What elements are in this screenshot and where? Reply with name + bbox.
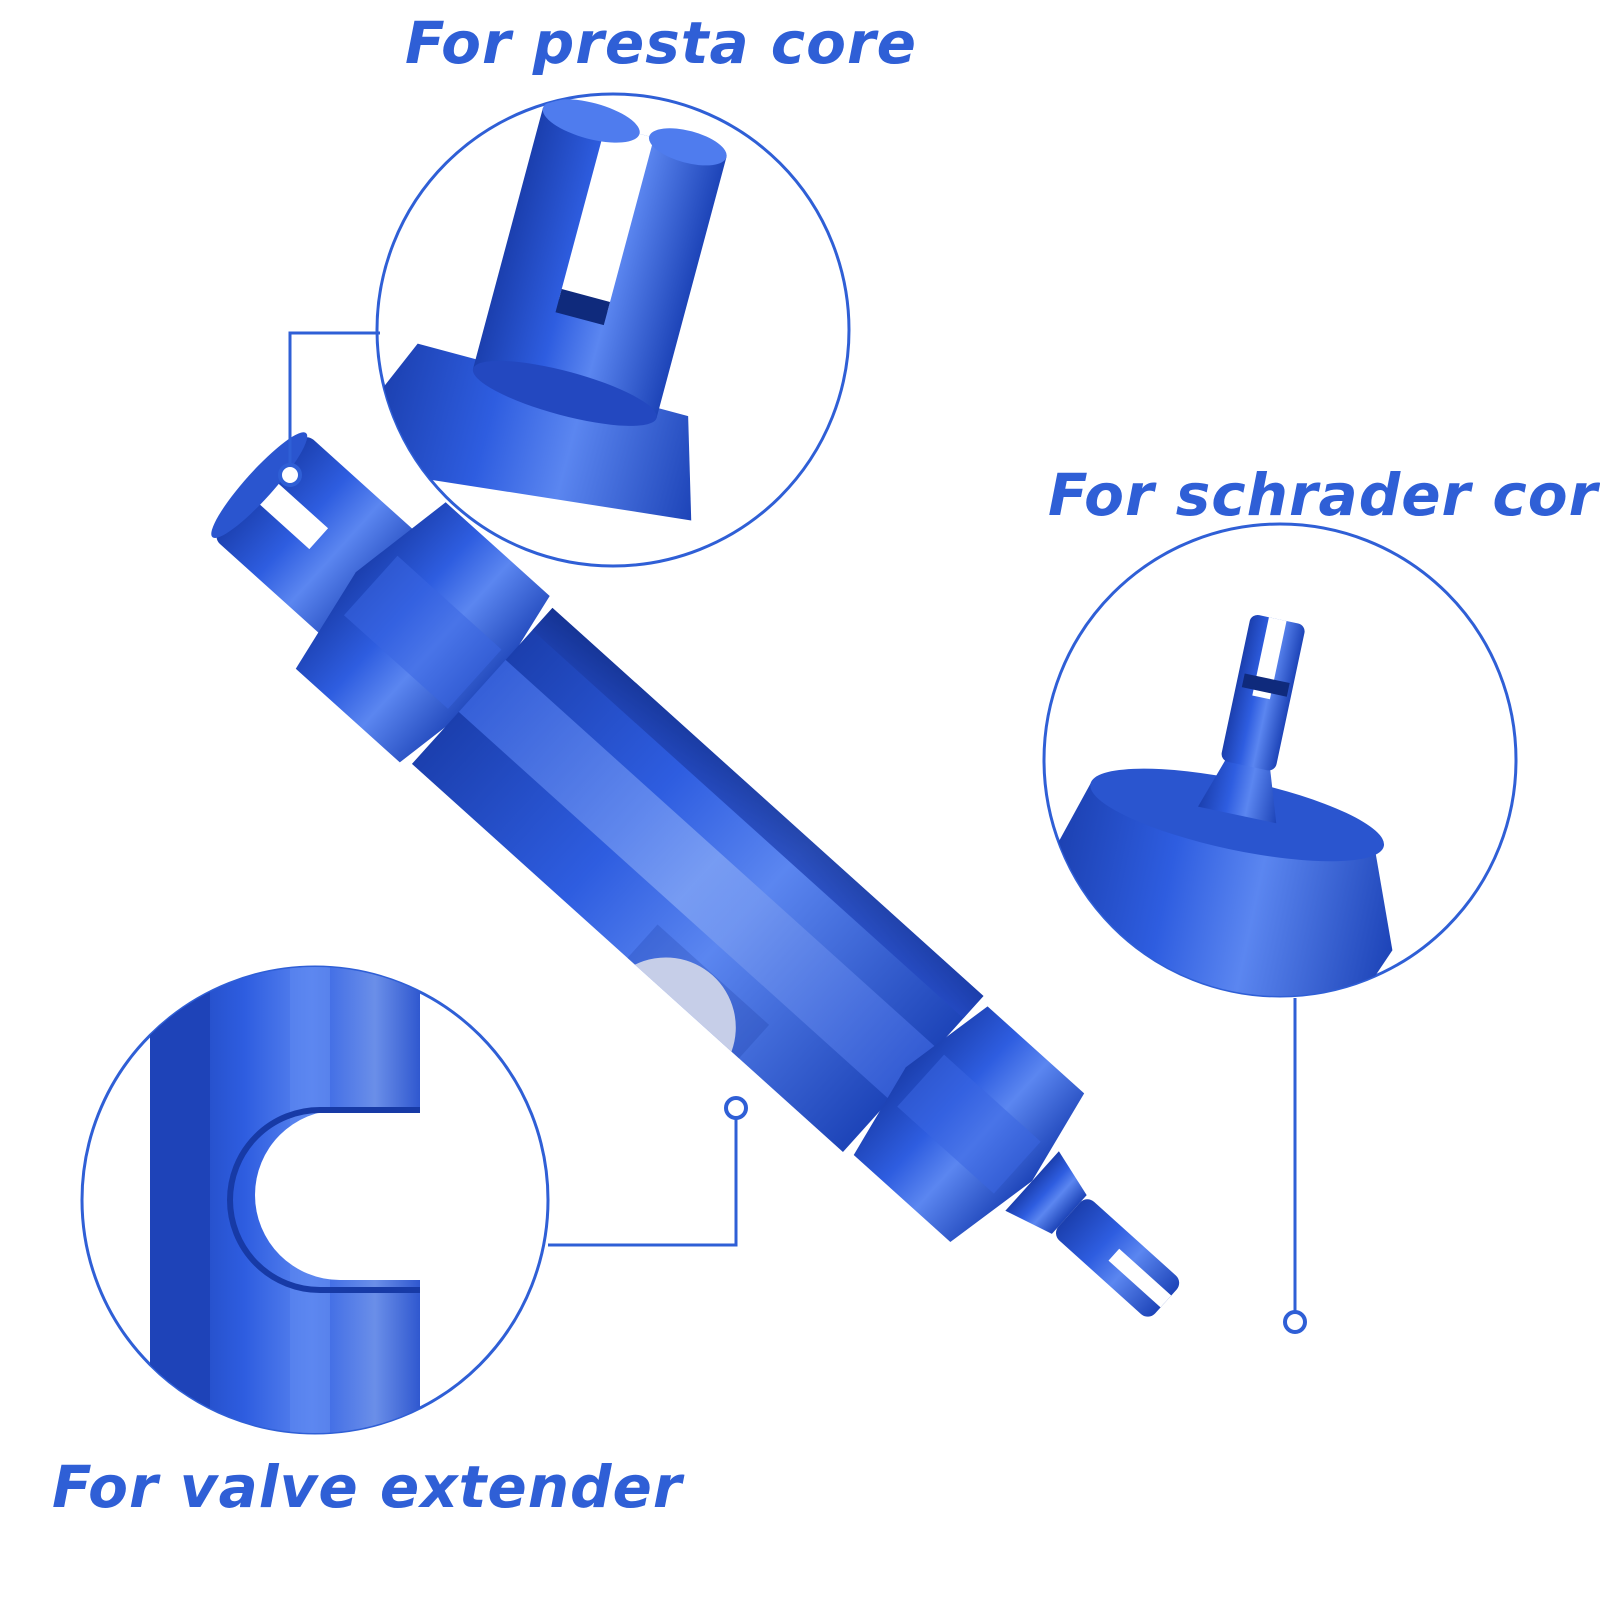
extender-dot — [724, 1096, 748, 1120]
presta-core-label: For presta core — [405, 9, 917, 77]
extender-callout — [80, 965, 550, 1435]
callout-dots — [278, 463, 1307, 1334]
extender-connector-line — [548, 1110, 738, 1247]
right-hex-nut — [853, 1006, 1085, 1242]
schrader-dot — [1283, 1310, 1307, 1334]
valve-extender-label: For valve extender — [52, 1453, 683, 1521]
left-hex-nut — [295, 502, 550, 763]
presta-callout — [375, 92, 851, 568]
valve-core-tool — [211, 432, 1180, 1317]
schrader-core-label: For schrader core — [1048, 461, 1600, 529]
schrader-callout — [1042, 522, 1518, 998]
presta-dot — [278, 463, 302, 487]
schrader-end — [1005, 1151, 1180, 1317]
hex-bar — [411, 607, 984, 1153]
presta-connector-line — [288, 331, 380, 475]
callout-lines — [288, 331, 1297, 1320]
